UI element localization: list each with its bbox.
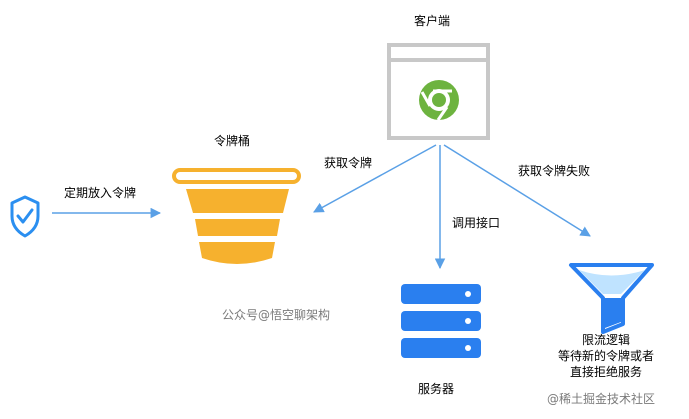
watermark-center: 公众号@悟空聊架构 bbox=[222, 308, 331, 322]
bucket-label: 令牌桶 bbox=[214, 134, 251, 148]
filter-line-2: 等待新的令牌或者 bbox=[557, 349, 654, 363]
shield-check-icon bbox=[10, 195, 40, 238]
filter-line-1: 限流逻辑 bbox=[581, 333, 630, 347]
put-token-label: 定期放入令牌 bbox=[64, 186, 137, 200]
bucket-icon bbox=[172, 168, 301, 264]
get-token-label: 获取令牌 bbox=[324, 156, 373, 170]
client-label: 客户端 bbox=[414, 14, 451, 28]
funnel-icon bbox=[569, 263, 654, 334]
browser-chrome-icon bbox=[387, 43, 490, 140]
arrow-get-token bbox=[313, 144, 437, 213]
filter-description: 限流逻辑 等待新的令牌或者 直接拒绝服务 bbox=[548, 332, 664, 380]
fail-token-label: 获取令牌失败 bbox=[518, 164, 591, 178]
server-stack-icon bbox=[401, 284, 481, 358]
filter-line-3: 直接拒绝服务 bbox=[569, 365, 642, 379]
watermark-corner: @稀土掘金技术社区 bbox=[547, 392, 656, 406]
arrow-fail-token bbox=[443, 144, 591, 237]
call-api-label: 调用接口 bbox=[452, 216, 501, 230]
server-label: 服务器 bbox=[418, 382, 455, 396]
